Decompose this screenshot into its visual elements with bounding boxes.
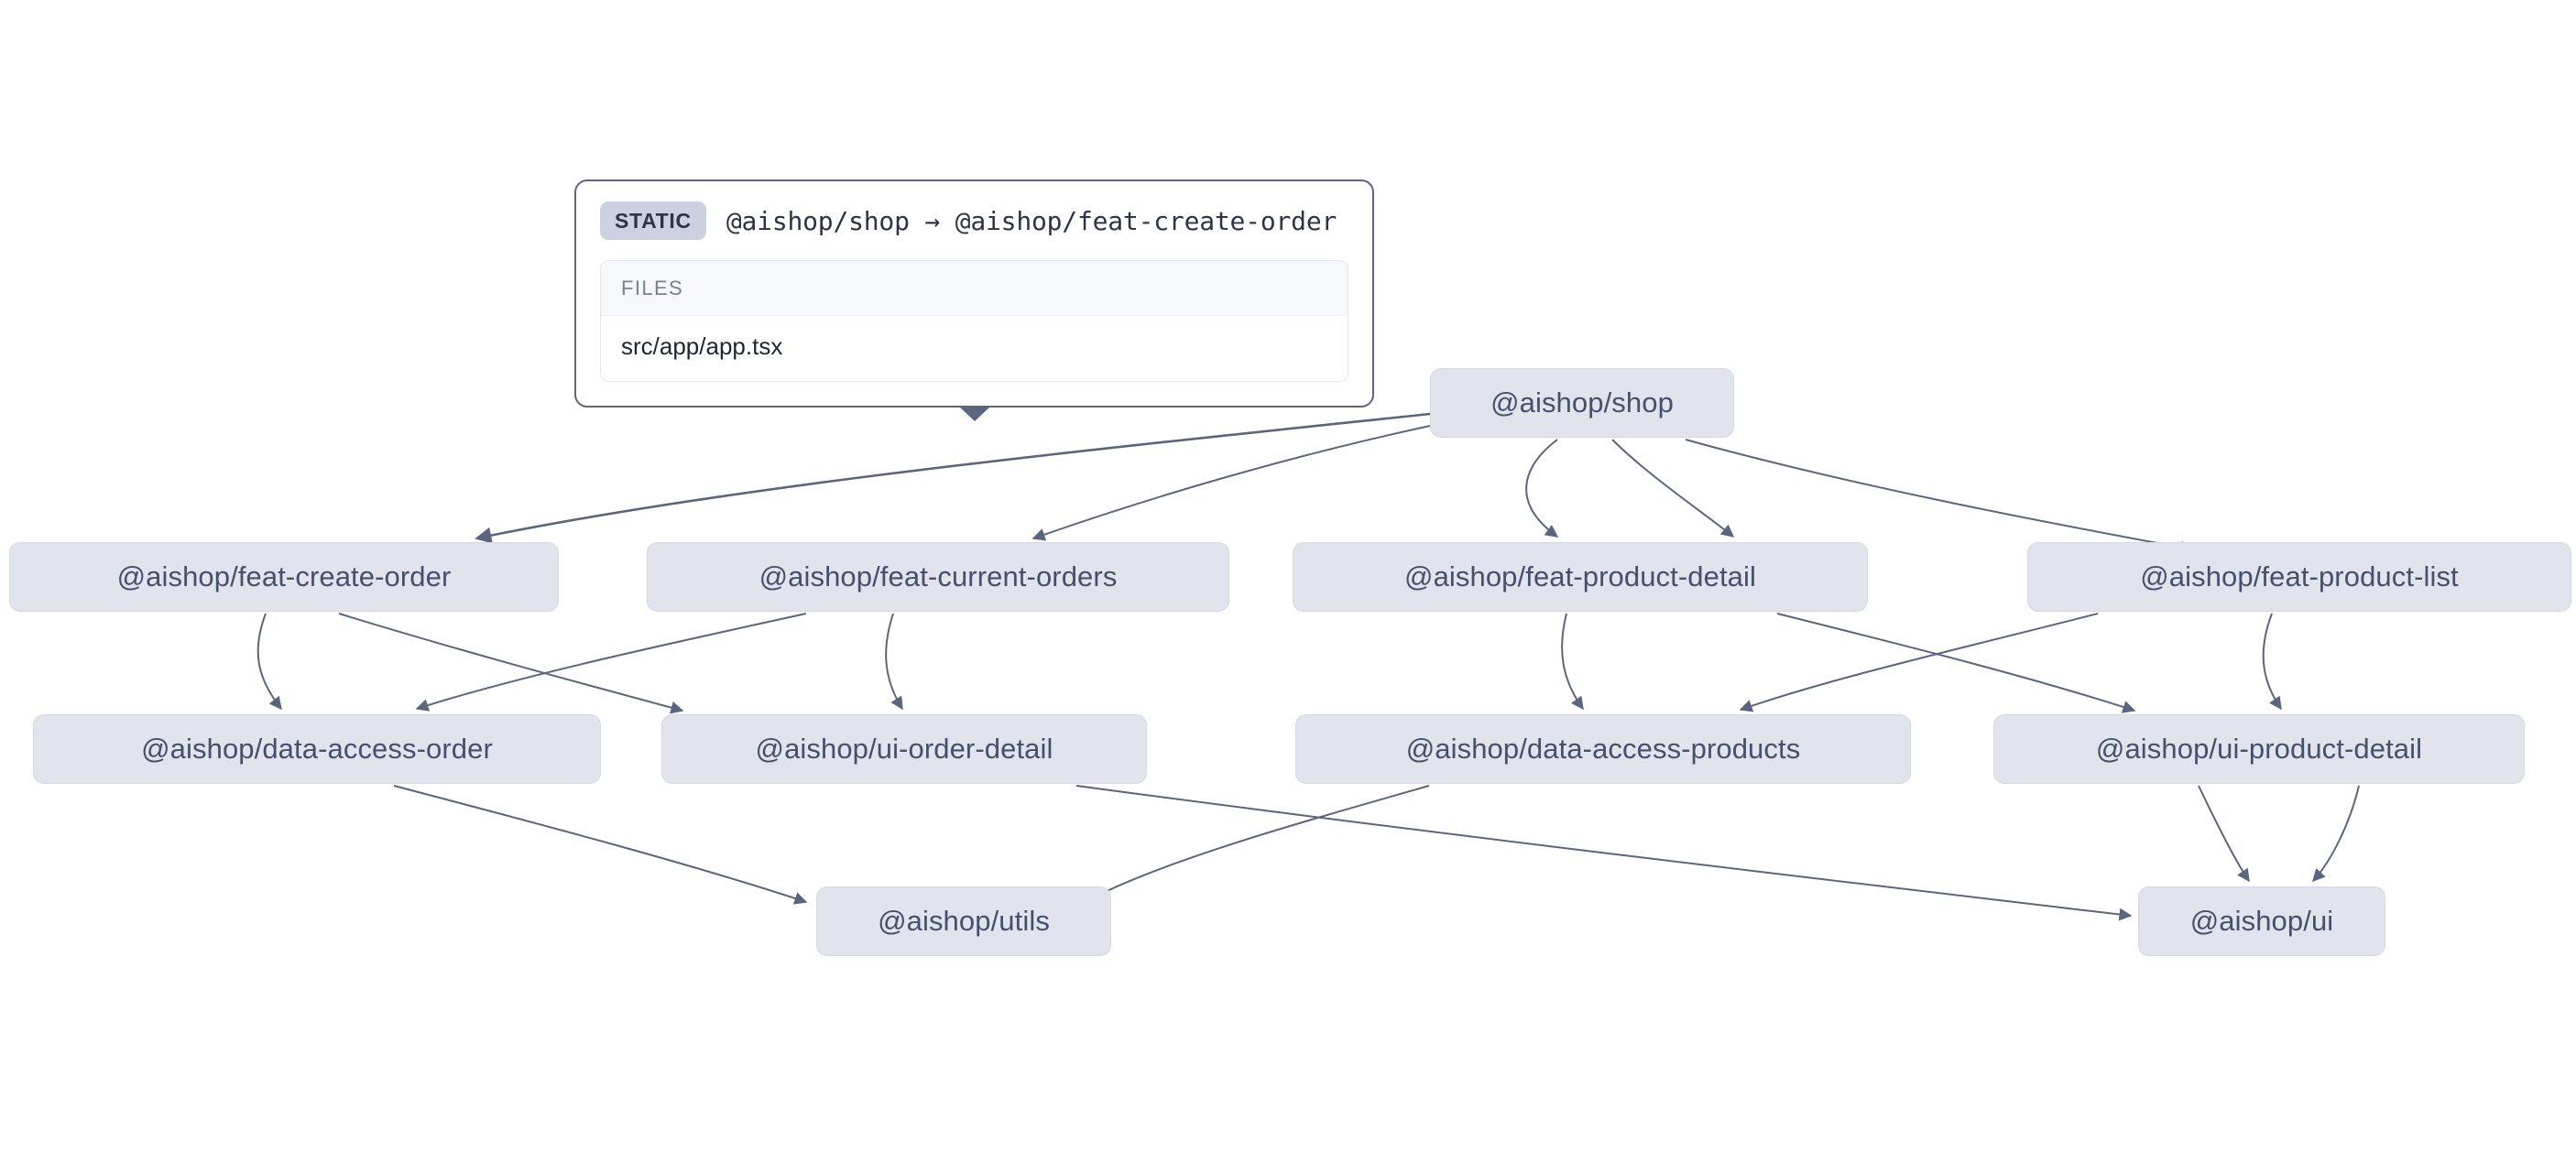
graph-node-label: @aishop/utils [878, 905, 1050, 937]
graph-node-label: @aishop/feat-current-orders [759, 560, 1118, 592]
graph-edge-shop-to-feat-product-detail[interactable] [1611, 439, 1735, 538]
graph-node-utils[interactable]: @aishop/utils [816, 886, 1111, 956]
graph-node-label: @aishop/ui-product-detail [2095, 733, 2423, 765]
graph-edge-shop-to-feat-product-list[interactable] [1685, 439, 2194, 554]
graph-edges [257, 412, 2360, 921]
graph-edge-data-access-order-to-utils[interactable] [393, 785, 808, 905]
file-row: src/app/app.tsx [601, 316, 1348, 381]
graph-node-data-access-products[interactable]: @aishop/data-access-products [1295, 714, 1911, 784]
edge-tooltip-title: @aishop/shop → @aishop/feat-create-order [726, 205, 1337, 236]
graph-node-label: @aishop/ui-order-detail [755, 733, 1053, 765]
graph-node-feat-current-orders[interactable]: @aishop/feat-current-orders [647, 542, 1229, 612]
graph-node-label: @aishop/data-access-products [1405, 733, 1801, 765]
graph-edge-shop-to-feat-create-order[interactable] [475, 412, 1431, 544]
graph-edge-ui-product-detail-to-ui[interactable] [2312, 785, 2360, 883]
edge-files-panel: FILES src/app/app.tsx [600, 260, 1348, 382]
graph-edge-feat-create-order-to-data-access-order[interactable] [257, 613, 282, 711]
graph-node-ui-order-detail[interactable]: @aishop/ui-order-detail [661, 714, 1147, 784]
graph-node-data-access-order[interactable]: @aishop/data-access-order [33, 714, 601, 784]
files-list: src/app/app.tsx [601, 316, 1348, 381]
graph-edge-feat-product-detail-to-ui-product-detail[interactable] [1776, 613, 2136, 713]
graph-edge-feat-current-orders-to-data-access-order[interactable] [415, 613, 807, 712]
graph-edge-shop-to-feat-product-detail[interactable] [1525, 439, 1559, 538]
graph-node-shop[interactable]: @aishop/shop [1430, 368, 1734, 438]
edge-tooltip: STATIC @aishop/shop → @aishop/feat-creat… [574, 179, 1374, 421]
graph-edge-ui-product-detail-to-ui[interactable] [2198, 785, 2250, 883]
graph-node-label: @aishop/feat-product-detail [1404, 560, 1756, 592]
tooltip-pointer-icon [957, 406, 991, 421]
graph-node-feat-product-detail[interactable]: @aishop/feat-product-detail [1293, 542, 1868, 612]
graph-node-ui[interactable]: @aishop/ui [2138, 886, 2385, 956]
graph-edge-feat-product-detail-to-data-access-products[interactable] [1561, 613, 1584, 711]
graph-node-label: @aishop/data-access-order [141, 733, 493, 765]
edge-type-badge: STATIC [600, 201, 706, 240]
graph-node-label: @aishop/shop [1490, 386, 1674, 418]
files-section-header: FILES [601, 261, 1348, 316]
graph-edge-ui-order-detail-to-ui[interactable] [1075, 785, 2133, 921]
graph-node-label: @aishop/feat-create-order [116, 560, 452, 592]
graph-edge-feat-product-list-to-data-access-products[interactable] [1739, 613, 2099, 712]
graph-node-feat-create-order[interactable]: @aishop/feat-create-order [9, 542, 559, 612]
graph-edge-feat-product-list-to-ui-product-detail[interactable] [2262, 613, 2282, 711]
graph-edge-data-access-products-to-utils[interactable] [1088, 785, 1430, 900]
graph-node-feat-product-list[interactable]: @aishop/feat-product-list [2027, 542, 2571, 612]
edge-tooltip-header: STATIC @aishop/shop → @aishop/feat-creat… [600, 201, 1348, 240]
graph-node-ui-product-detail[interactable]: @aishop/ui-product-detail [1993, 714, 2525, 784]
graph-edge-feat-current-orders-to-ui-order-detail[interactable] [885, 613, 903, 711]
graph-edge-feat-create-order-to-ui-order-detail[interactable] [338, 613, 684, 714]
graph-edge-shop-to-feat-current-orders[interactable] [1031, 425, 1431, 541]
graph-node-label: @aishop/feat-product-list [2140, 560, 2459, 592]
graph-node-label: @aishop/ui [2189, 905, 2334, 937]
